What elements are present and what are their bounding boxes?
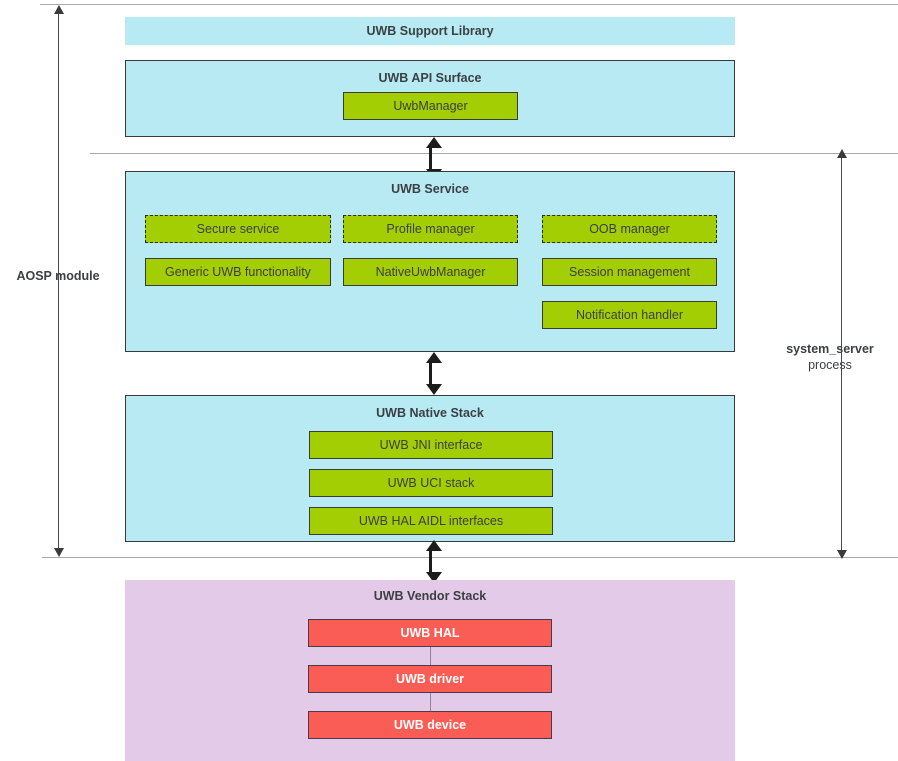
arrowhead-down-icon — [425, 384, 442, 395]
node-generic-uwb-functionality[interactable]: Generic UWB functionality — [145, 258, 331, 286]
layer-uwb-api-surface: UWB API Surface UwbManager — [125, 60, 735, 137]
node-uwb-uci-stack[interactable]: UWB UCI stack — [309, 469, 553, 497]
node-uwb-driver[interactable]: UWB driver — [308, 665, 552, 693]
arrowhead-down-icon — [836, 550, 847, 559]
node-oob-manager[interactable]: OOB manager — [542, 215, 717, 243]
layer-uwb-native-stack: UWB Native Stack UWB JNI interface UWB U… — [125, 395, 735, 542]
aosp-module-span-arrow — [53, 5, 64, 557]
layer-title-native-stack: UWB Native Stack — [376, 406, 484, 420]
layer-uwb-support-library: UWB Support Library — [125, 17, 735, 45]
arrowhead-up-icon — [425, 137, 442, 148]
layer-uwb-service: UWB Service Secure service Profile manag… — [125, 171, 735, 352]
node-notification-handler[interactable]: Notification handler — [542, 301, 717, 329]
node-secure-service[interactable]: Secure service — [145, 215, 331, 243]
guide-line-bottom — [42, 557, 898, 558]
node-uwb-hal[interactable]: UWB HAL — [308, 619, 552, 647]
aosp-module-label-strong: AOSP module — [16, 269, 100, 283]
system-server-label-strong: system_server — [786, 342, 874, 356]
system-server-label-light: process — [808, 357, 852, 372]
system-server-label: system_server process — [762, 342, 898, 373]
node-uwb-jni-interface[interactable]: UWB JNI interface — [309, 431, 553, 459]
node-uwb-device[interactable]: UWB device — [308, 711, 552, 739]
node-native-uwb-manager[interactable]: NativeUwbManager — [343, 258, 518, 286]
layer-title-vendor-stack: UWB Vendor Stack — [373, 589, 487, 603]
arrowhead-up-icon — [425, 352, 442, 363]
layer-title-support-library: UWB Support Library — [366, 24, 494, 38]
node-uwb-hal-aidl-interfaces[interactable]: UWB HAL AIDL interfaces — [309, 507, 553, 535]
guide-line-api-service — [90, 153, 898, 154]
node-uwb-manager[interactable]: UwbManager — [343, 92, 518, 120]
arrowhead-up-icon — [53, 5, 64, 14]
node-session-management[interactable]: Session management — [542, 258, 717, 286]
aosp-module-label: AOSP module — [0, 269, 116, 285]
layer-title-api-surface: UWB API Surface — [378, 71, 482, 85]
connector-api-to-service — [425, 137, 442, 180]
layer-uwb-vendor-stack: UWB Vendor Stack UWB HAL UWB driver UWB … — [125, 580, 735, 761]
guide-line-top — [40, 4, 898, 5]
connector-native-to-vendor-stack — [425, 540, 442, 583]
arrowhead-down-icon — [425, 572, 442, 583]
arrowhead-up-icon — [425, 540, 442, 551]
arrowhead-up-icon — [836, 149, 847, 158]
node-profile-manager[interactable]: Profile manager — [343, 215, 518, 243]
system-server-span-arrow — [836, 149, 847, 559]
connector-service-to-native-stack — [425, 352, 442, 395]
arrowhead-down-icon — [53, 548, 64, 557]
layer-title-uwb-service: UWB Service — [391, 182, 469, 196]
